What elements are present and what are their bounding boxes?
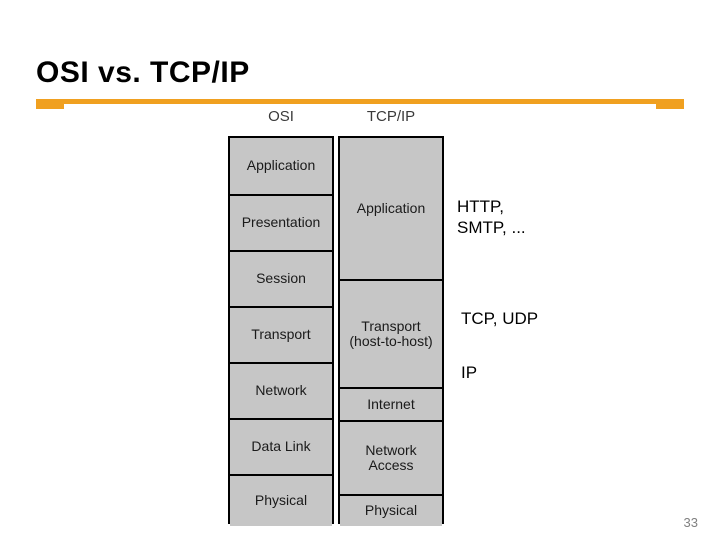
tcpip-layer-label: Physical: [364, 502, 418, 519]
osi-layer-label: Transport: [251, 326, 311, 343]
title-divider-rule: [36, 99, 684, 109]
osi-layer-application: Application: [230, 138, 332, 194]
tcpip-layer-application: Application: [340, 138, 442, 279]
osi-layer-label: Physical: [254, 492, 308, 509]
annotation-internet-protocols: IP: [461, 363, 478, 382]
osi-layer-label: Session: [256, 270, 306, 287]
osi-layer-session: Session: [230, 250, 332, 306]
osi-layer-label: Network: [255, 382, 307, 399]
osi-layer-data-link: Data Link: [230, 418, 332, 474]
tcpip-layer-network-access: Network Access: [340, 420, 442, 494]
osi-layer-stack: Application Presentation Session Transpo…: [228, 136, 334, 526]
tcpip-layer-label: Network Access: [365, 441, 417, 473]
divider-left-cap: [36, 99, 64, 109]
tcpip-layer-internet: Internet: [340, 387, 442, 420]
osi-layer-network: Network: [230, 362, 332, 418]
tcpip-layer-label: Application: [356, 199, 426, 216]
column-header-tcpip: TCP/IP: [366, 108, 416, 125]
tcpip-layer-physical: Physical: [340, 494, 442, 526]
page-number: 33: [683, 515, 698, 530]
divider-middle: [62, 99, 658, 104]
column-header-osi: OSI: [268, 108, 294, 125]
annotation-application-protocols: HTTP, SMTP, ...: [457, 197, 526, 238]
tcpip-layer-transport: Transport (host-to-host): [340, 279, 442, 387]
osi-layer-physical: Physical: [230, 474, 332, 526]
osi-layer-label: Application: [246, 157, 316, 174]
tcpip-layer-stack: Application Transport (host-to-host) Int…: [338, 136, 444, 526]
osi-layer-transport: Transport: [230, 306, 332, 362]
page-title: OSI vs. TCP/IP: [36, 56, 250, 89]
tcpip-layer-label: Transport (host-to-host): [349, 317, 433, 349]
divider-right-cap: [656, 99, 684, 109]
osi-layer-label: Presentation: [241, 214, 321, 231]
tcpip-layer-label: Internet: [367, 395, 415, 412]
osi-layer-label: Data Link: [251, 438, 311, 455]
annotation-transport-protocols: TCP, UDP: [461, 309, 539, 328]
osi-layer-presentation: Presentation: [230, 194, 332, 250]
osi-tcpip-comparison-diagram: OSI TCP/IP Application Presentation Sess…: [228, 108, 444, 526]
